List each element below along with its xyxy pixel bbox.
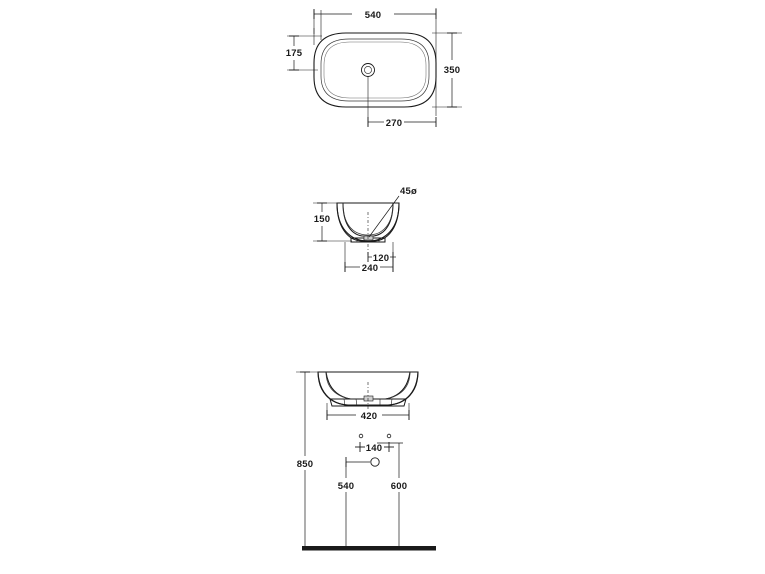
section-dim-150-label: 150 [314,214,330,225]
section-45-leader [368,195,400,238]
front-dim-600-label-mask [389,478,410,492]
top-view-drain-inner [364,66,372,74]
front-dim-600-label: 600 [391,481,407,492]
top-dim-350-label: 350 [444,65,460,76]
section-drain-opening [363,235,374,241]
section-foot-base [350,237,386,243]
top-view-inner-bowl [320,38,430,102]
waste-outlet-circle [370,457,380,467]
front-dim-540-label-mask [336,478,357,492]
top-view-group: 540 175 350 270 [286,8,462,129]
top-dim-175-label: 175 [286,48,303,59]
front-dim-420-label: 420 [361,411,377,422]
front-basin-inner-left [325,371,353,400]
front-drain-opening [363,395,374,402]
front-foot-hatch-1 [343,398,346,407]
section-dim-45-label: 45ø [400,186,417,197]
front-basin-inner-right [383,371,411,400]
supply-hole-left-icon [358,433,364,439]
front-view-group: 420 140 850 540 600 [296,371,436,551]
top-view-drain-outer [361,63,375,77]
front-foot-hatch-4 [390,398,393,407]
section-view-group: 45ø 150 120 240 [313,186,417,274]
top-view-inner-bowl-secondary [323,41,427,99]
section-dim-120-label: 120 [373,253,389,264]
front-basin-outline [317,371,419,406]
top-view-outer-rim [313,32,437,108]
front-dim-140-label: 140 [366,443,382,454]
top-dim-270-label: 270 [386,118,402,129]
front-dim-540-label: 540 [338,481,354,492]
front-dim-850-label: 850 [297,459,313,470]
section-bowl-inner-curve [342,202,394,236]
top-dim-540-label: 540 [365,10,381,21]
floor-line [302,546,436,551]
front-foot-base [329,398,407,407]
supply-hole-right-icon [386,433,392,439]
front-dim-850-label-mask [296,456,315,470]
front-foot-hatch-2 [355,398,358,407]
section-dim-240-label: 240 [362,263,378,274]
